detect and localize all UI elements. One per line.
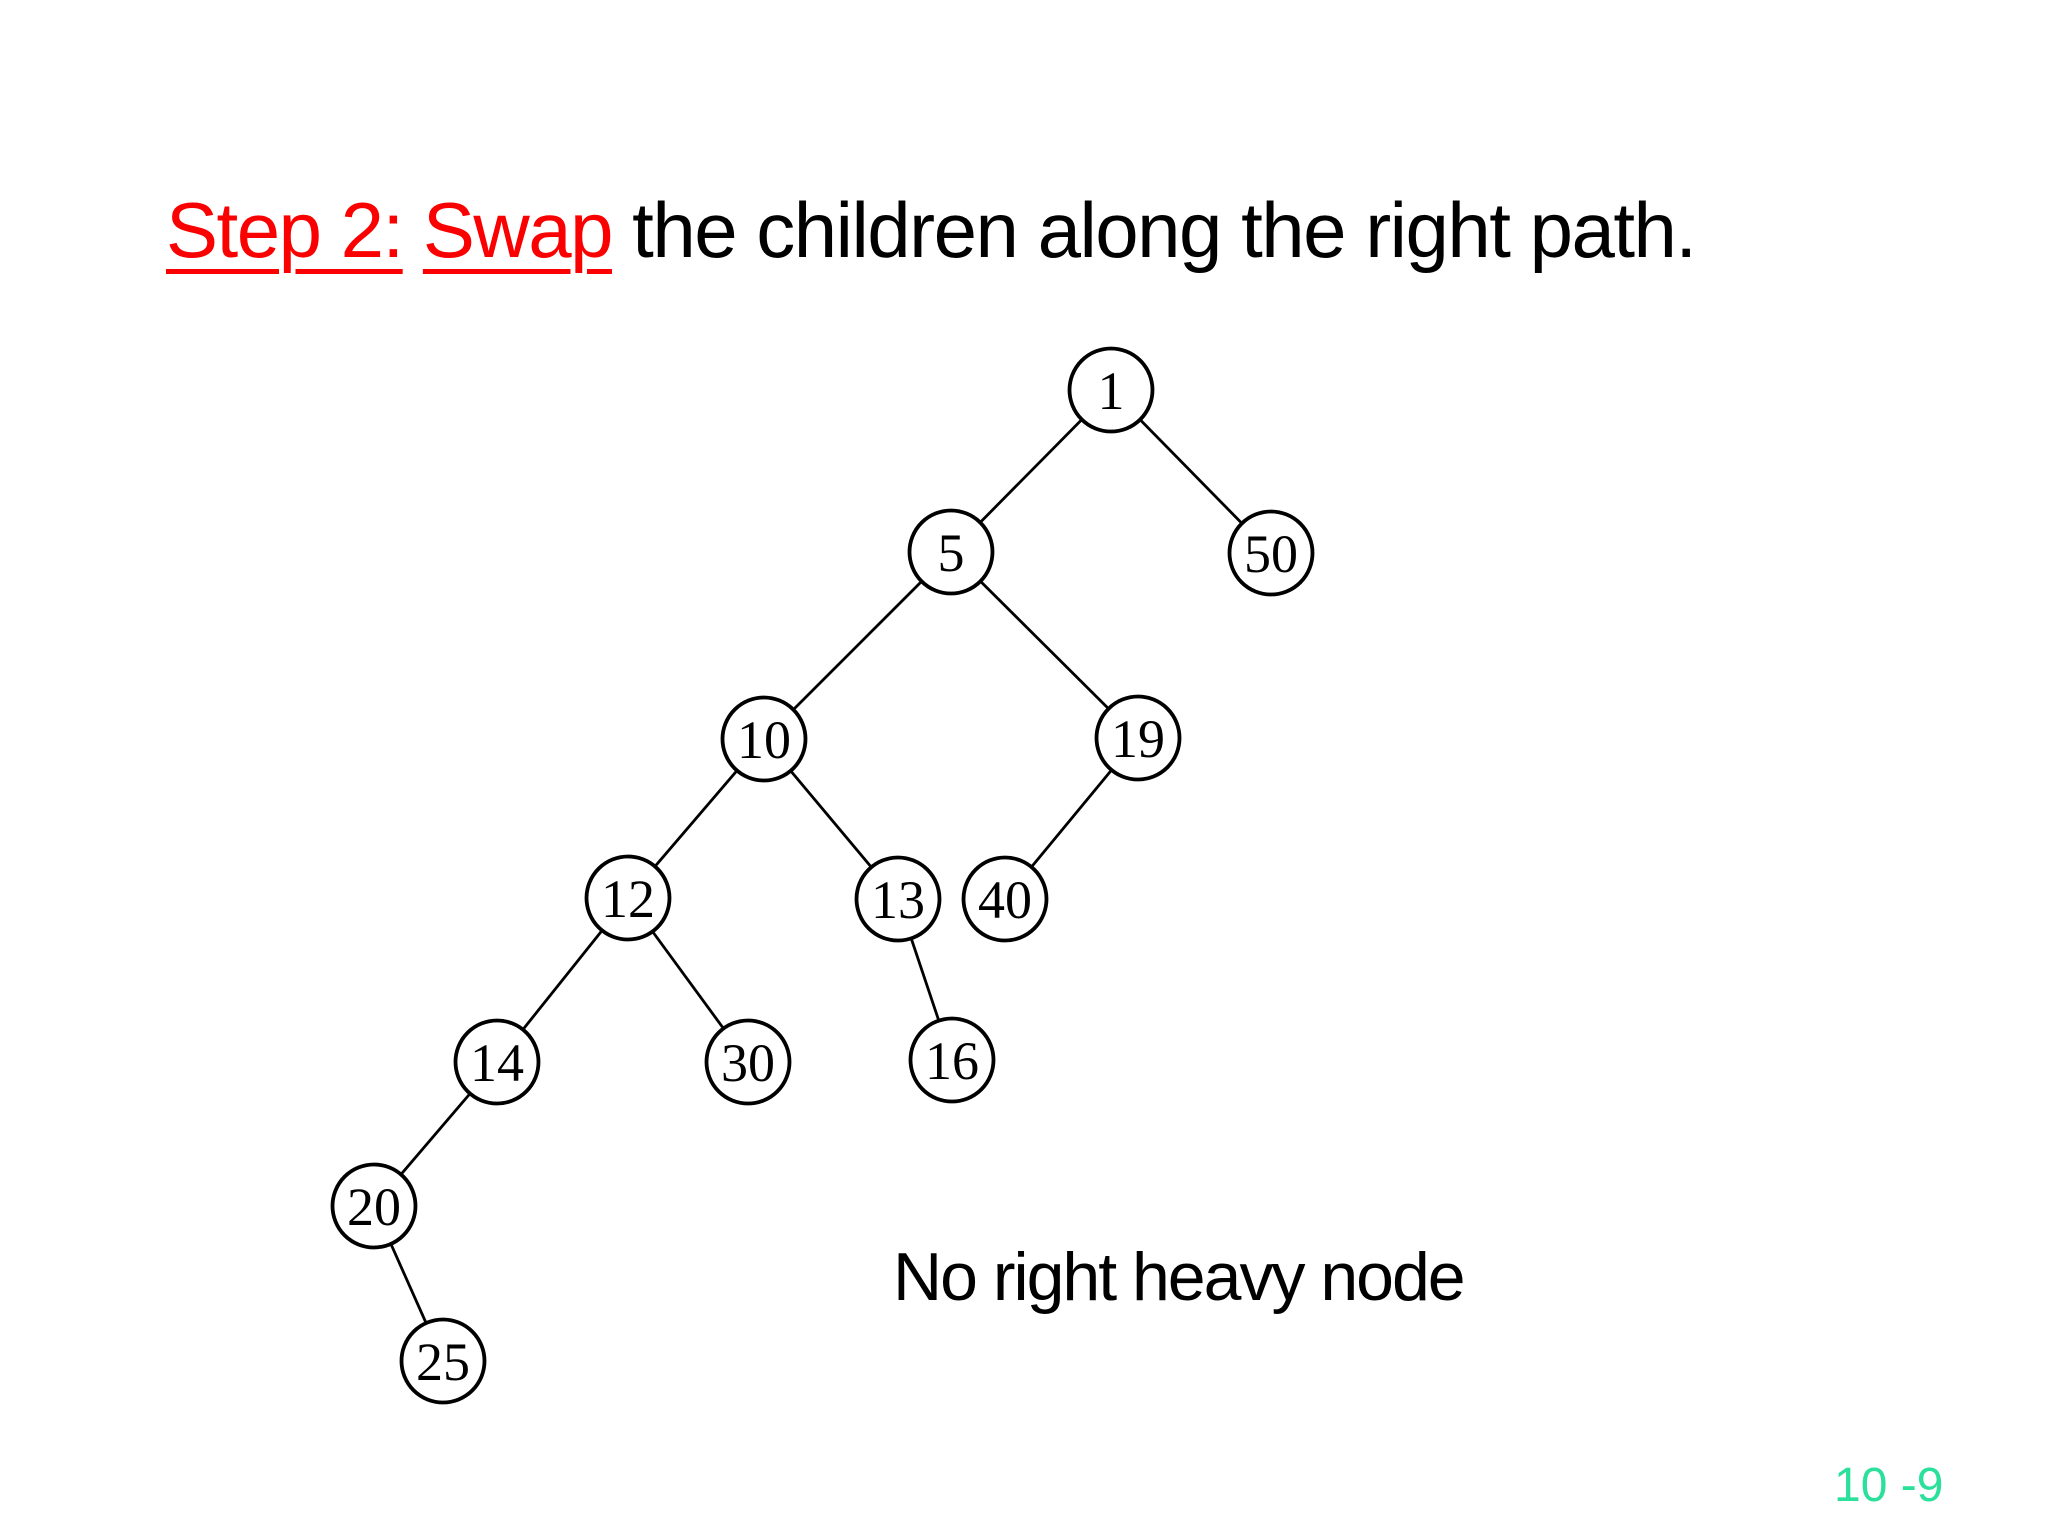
tree-node-20: 20 (330, 1162, 418, 1250)
tree-node-circle-25 (399, 1317, 487, 1405)
tree-node-13: 13 (854, 855, 942, 943)
tree-node-10: 10 (720, 695, 808, 783)
tree-node-circle-10 (720, 695, 808, 783)
tree-node-label-1: 1 (1098, 361, 1125, 421)
tree-node-circle-16 (908, 1016, 996, 1104)
tree-node-label-14: 14 (470, 1033, 524, 1093)
no-right-heavy-caption: No right heavy node (893, 1239, 1466, 1315)
tree-node-50: 50 (1227, 509, 1315, 597)
tree-edge-5-19-right (950, 551, 1139, 739)
tree-node-label-30: 30 (721, 1033, 775, 1093)
tree-node-label-5: 5 (938, 523, 965, 583)
tree-node-14: 14 (453, 1018, 541, 1106)
title-rest: the children along the right path. (611, 186, 1697, 274)
tree-node-circle-30 (704, 1018, 792, 1106)
title-swap-word: Swap (422, 186, 614, 274)
title-step-label: Step 2: (166, 186, 404, 274)
tree-node-circle-12 (584, 854, 672, 942)
tree-node-40: 40 (961, 855, 1049, 943)
slide-page-number: 10 -9 (1834, 1459, 1944, 1512)
tree-node-circle-13 (854, 855, 942, 943)
tree-node-circle-19 (1094, 694, 1182, 782)
tree-node-1: 1 (1067, 346, 1155, 434)
tree-node-12: 12 (584, 854, 672, 942)
tree-node-label-20: 20 (347, 1177, 401, 1237)
tree-node-circle-14 (453, 1018, 541, 1106)
tree-edge-5-10-left (763, 551, 952, 740)
tree-node-circle-20 (330, 1162, 418, 1250)
tree-node-label-10: 10 (737, 710, 791, 770)
tree-node-label-25: 25 (416, 1332, 470, 1392)
tree-node-label-50: 50 (1244, 524, 1298, 584)
tree-node-circle-1 (1067, 346, 1155, 434)
tree-node-circle-50 (1227, 509, 1315, 597)
tree-node-16: 16 (908, 1016, 996, 1104)
tree-node-19: 19 (1094, 694, 1182, 782)
tree-node-label-16: 16 (925, 1031, 979, 1091)
tree-node-circle-5 (907, 508, 995, 596)
tree-node-30: 30 (704, 1018, 792, 1106)
tree-node-label-40: 40 (978, 870, 1032, 930)
slide-title: Step 2: Swap the children along the righ… (166, 186, 1697, 274)
tree-node-circle-40 (961, 855, 1049, 943)
tree-node-25: 25 (399, 1317, 487, 1405)
tree-node-label-12: 12 (601, 869, 655, 929)
tree-node-label-13: 13 (871, 870, 925, 930)
tree-node-label-19: 19 (1111, 709, 1165, 769)
tree-node-5: 5 (907, 508, 995, 596)
